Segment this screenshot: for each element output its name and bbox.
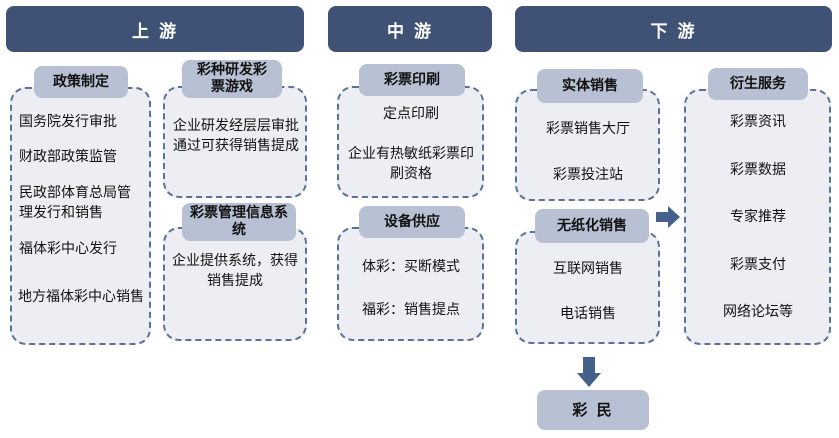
game-dev-box <box>163 86 307 198</box>
physical-sales-box <box>515 89 660 201</box>
printing-title: 彩票印刷 <box>359 64 465 96</box>
game-dev-title: 彩种研发彩票游戏 <box>182 60 282 98</box>
derivative-item: 彩票数据 <box>730 162 786 178</box>
equipment-title: 设备供应 <box>359 206 465 238</box>
stage-midstream-header: 中 游 <box>328 6 492 52</box>
equipment-item: 体彩：买断模式 <box>362 259 460 275</box>
policy-item: 民政部体育总局管理发行和销售 <box>19 185 131 221</box>
physical-sales-item: 彩票投注站 <box>553 167 623 183</box>
paperless-sales-box <box>515 231 660 344</box>
policy-item: 国务院发行审批 <box>19 114 117 130</box>
consumer-box: 彩 民 <box>537 390 649 430</box>
paperless-sales-item: 电话销售 <box>560 306 616 322</box>
physical-sales-item: 彩票销售大厅 <box>546 121 630 137</box>
right-arrow-icon <box>656 206 680 228</box>
paperless-sales-item: 互联网销售 <box>553 261 623 277</box>
derivative-item: 网络论坛等 <box>723 304 793 320</box>
printing-item: 定点印刷 <box>383 106 439 122</box>
derivative-item: 彩票资讯 <box>730 114 786 130</box>
mgmt-system-box <box>163 227 307 341</box>
mgmt-system-item: 企业提供系统，获得销售提成 <box>172 253 298 289</box>
policy-item: 福体彩中心发行 <box>19 241 117 257</box>
physical-sales-title: 实体销售 <box>537 69 643 103</box>
printing-item: 企业有热敏纸彩票印刷资格 <box>348 146 474 182</box>
stage-downstream-header: 下 游 <box>515 6 832 52</box>
policy-box <box>10 87 151 345</box>
down-arrow-icon <box>577 357 601 387</box>
game-dev-item: 企业研发经层层审批通过可获得销售提成 <box>173 118 299 154</box>
equipment-box <box>337 227 484 341</box>
derivative-services-title: 衍生服务 <box>708 68 808 100</box>
policy-item: 地方福体彩中心销售 <box>18 289 144 305</box>
equipment-item: 福彩：销售提点 <box>362 302 460 318</box>
policy-title: 政策制定 <box>34 66 128 98</box>
mgmt-system-title: 彩票管理信息系统 <box>182 203 296 241</box>
paperless-sales-title: 无纸化销售 <box>535 209 649 243</box>
printing-box <box>337 86 484 198</box>
stage-upstream-header: 上 游 <box>6 6 304 52</box>
derivative-item: 专家推荐 <box>730 209 786 225</box>
derivative-item: 彩票支付 <box>730 257 786 273</box>
policy-item: 财政部政策监管 <box>19 149 117 165</box>
